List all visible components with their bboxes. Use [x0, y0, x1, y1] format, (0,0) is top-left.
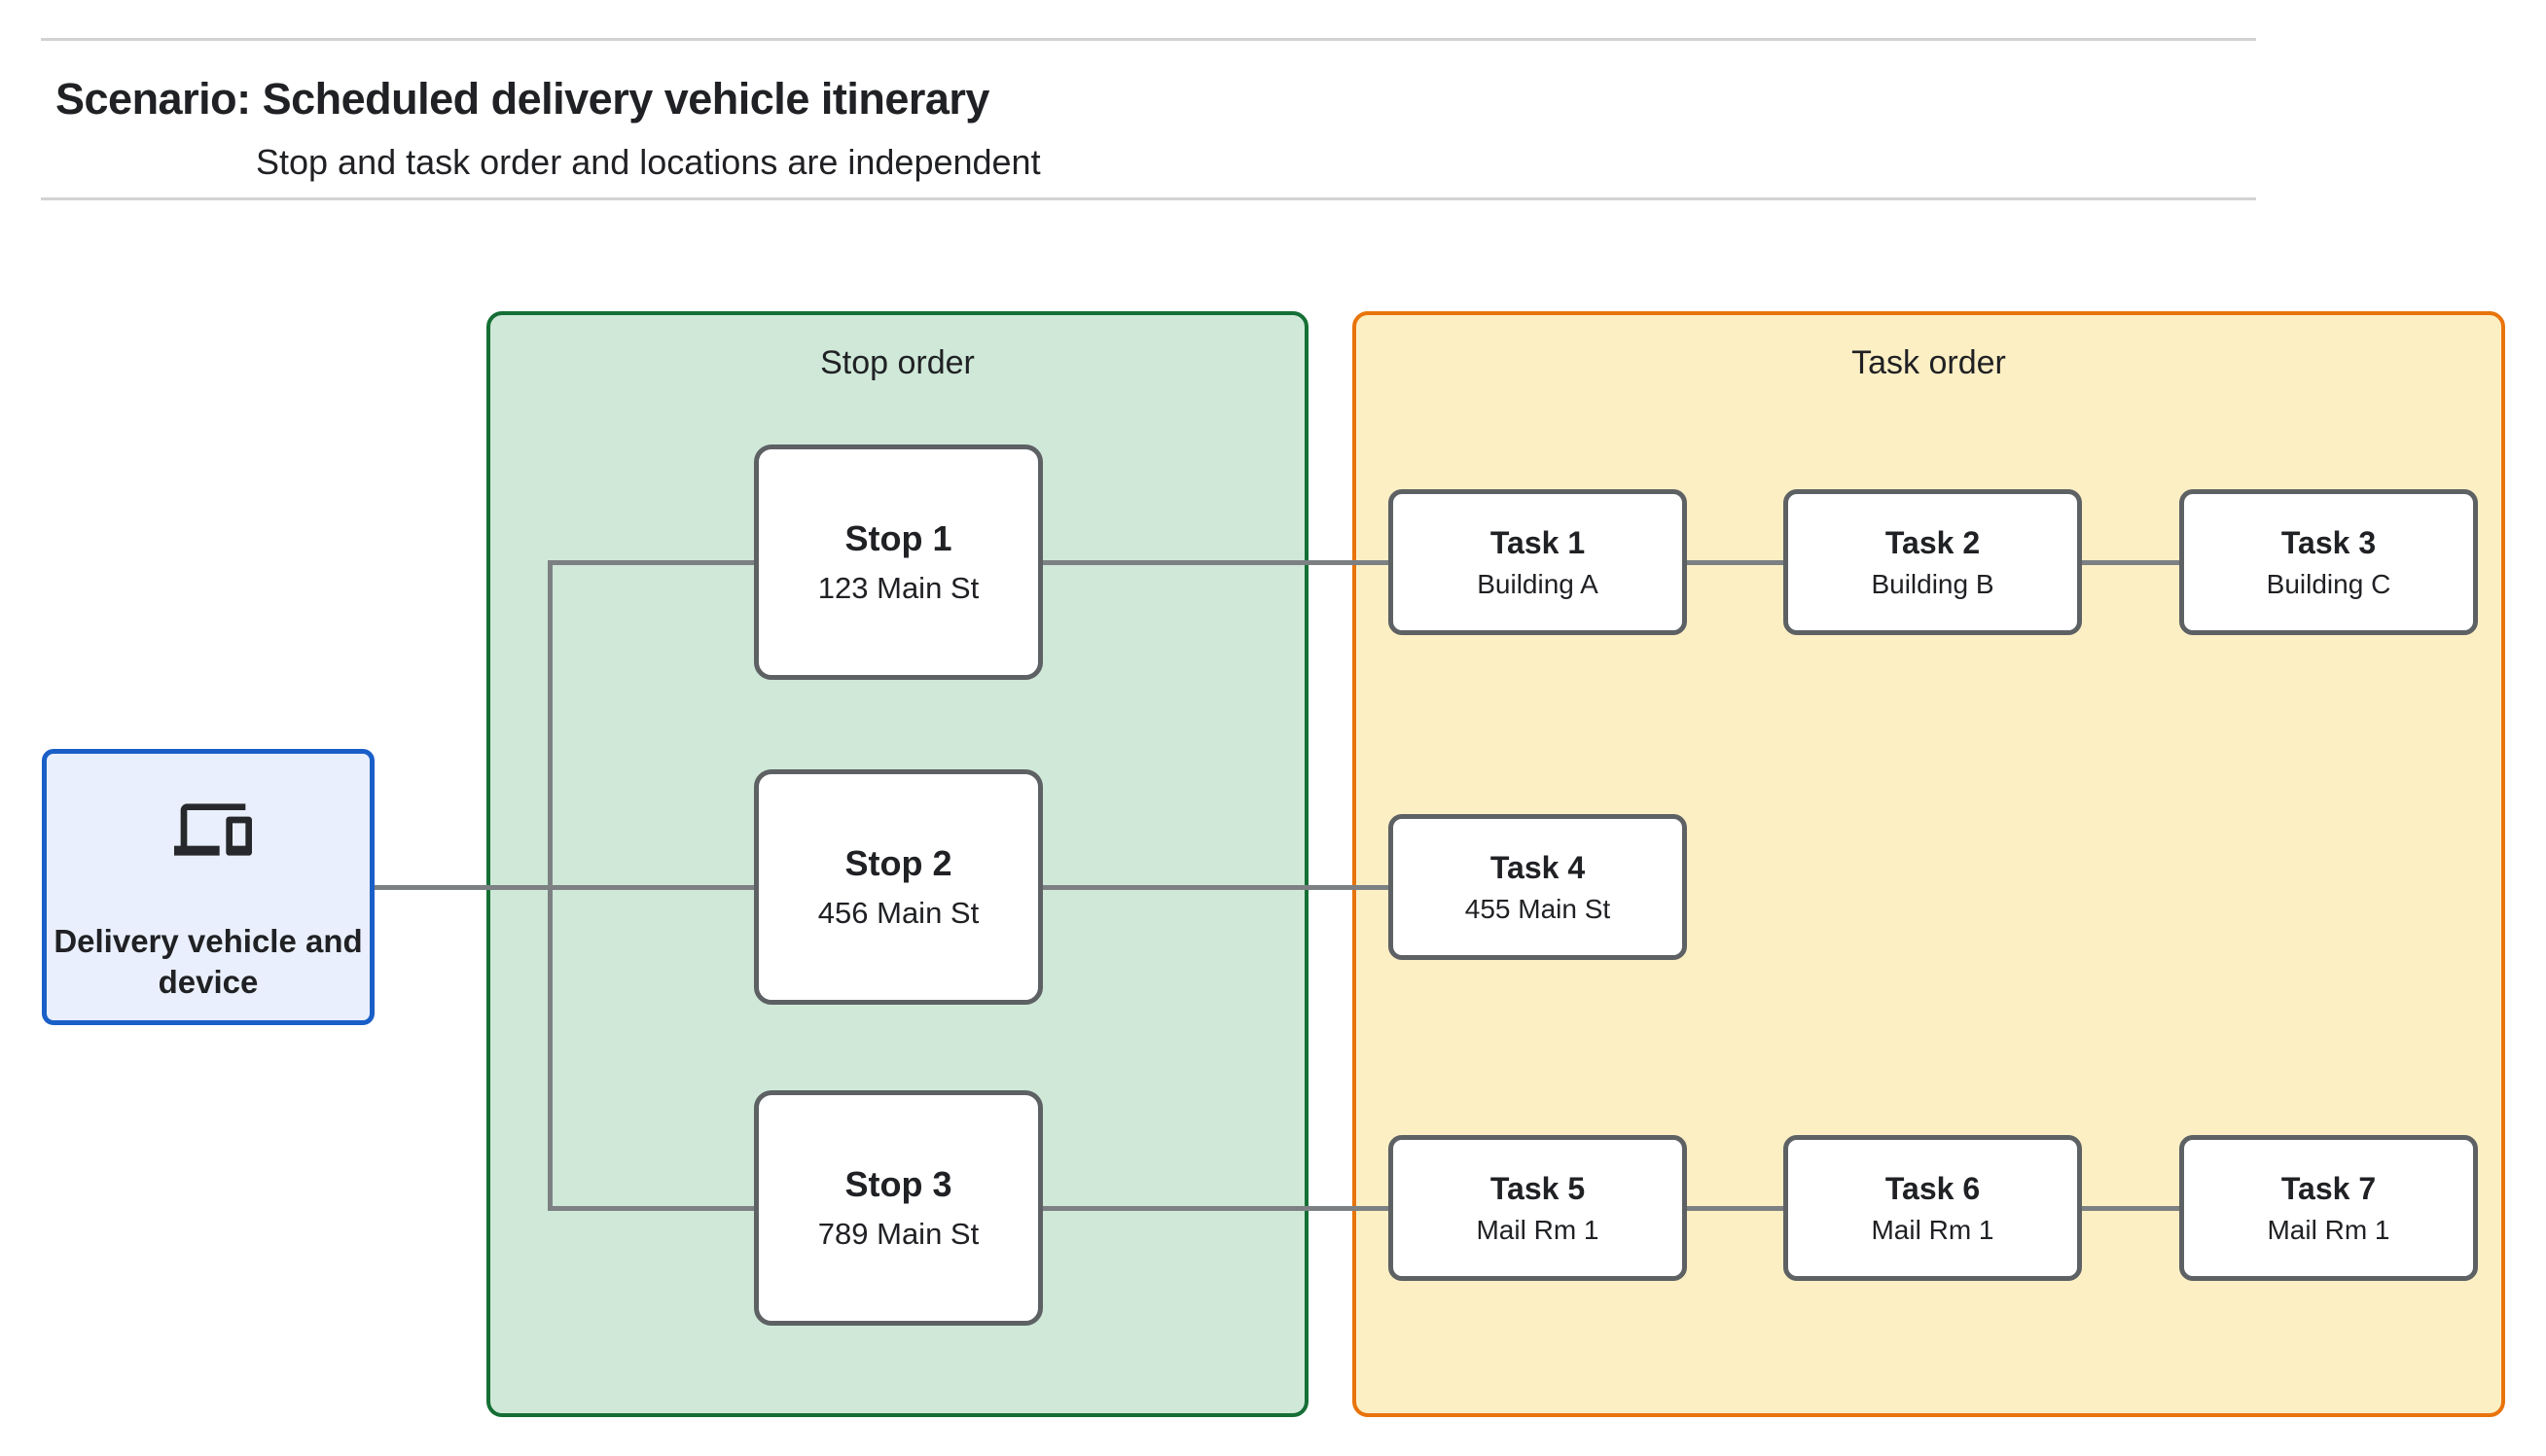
- task-7-name: Task 7: [2280, 1170, 2377, 1206]
- connector-branch-to-stop1: [548, 560, 757, 565]
- stop-1-node: Stop 1 123 Main St: [754, 444, 1043, 680]
- page-title: Scenario: Scheduled delivery vehicle iti…: [55, 74, 989, 124]
- task-7-location: Mail Rm 1: [2267, 1214, 2390, 1245]
- connector-task1-to-task2: [1683, 560, 1786, 565]
- task-6-location: Mail Rm 1: [1871, 1214, 1994, 1245]
- stop-order-panel-title: Stop order: [820, 344, 975, 381]
- task-6-name: Task 6: [1884, 1170, 1981, 1206]
- task-5-node: Task 5 Mail Rm 1: [1388, 1135, 1687, 1281]
- stop-2-name: Stop 2: [844, 843, 952, 883]
- connector-branch-to-stop3: [548, 1206, 757, 1211]
- connector-task6-to-task7: [2079, 1206, 2182, 1211]
- stop-2-location: 456 Main St: [817, 896, 980, 930]
- stop-3-location: 789 Main St: [817, 1217, 980, 1251]
- task-2-node: Task 2 Building B: [1783, 489, 2082, 635]
- task-3-location: Building C: [2266, 568, 2391, 599]
- connector-task2-to-task3: [2079, 560, 2182, 565]
- task-1-node: Task 1 Building A: [1388, 489, 1687, 635]
- task-3-node: Task 3 Building C: [2179, 489, 2478, 635]
- stop-1-name: Stop 1: [844, 518, 952, 558]
- connector-stop2-to-task4: [1041, 885, 1391, 890]
- task-1-name: Task 1: [1489, 524, 1586, 560]
- connector-task5-to-task6: [1683, 1206, 1786, 1211]
- connector-device-to-stop2: [373, 885, 757, 890]
- task-2-location: Building B: [1871, 568, 1994, 599]
- devices-icon: [174, 803, 252, 856]
- task-order-panel-title: Task order: [1851, 344, 2006, 381]
- page-subtitle: Stop and task order and locations are in…: [256, 142, 1041, 182]
- connector-trunk-vertical: [548, 560, 553, 1211]
- task-4-location: 455 Main St: [1464, 893, 1611, 924]
- task-1-location: Building A: [1477, 568, 1598, 599]
- stop-2-node: Stop 2 456 Main St: [754, 769, 1043, 1005]
- header-bottom-divider: [41, 197, 2256, 200]
- task-5-location: Mail Rm 1: [1476, 1214, 1599, 1245]
- task-4-node: Task 4 455 Main St: [1388, 814, 1687, 960]
- task-6-node: Task 6 Mail Rm 1: [1783, 1135, 2082, 1281]
- stop-3-node: Stop 3 789 Main St: [754, 1090, 1043, 1326]
- task-3-name: Task 3: [2280, 524, 2377, 560]
- task-4-name: Task 4: [1489, 849, 1586, 885]
- connector-stop3-to-task5: [1041, 1206, 1391, 1211]
- stop-3-name: Stop 3: [844, 1164, 952, 1204]
- task-5-name: Task 5: [1489, 1170, 1586, 1206]
- connector-stop1-to-task1: [1041, 560, 1391, 565]
- stop-1-location: 123 Main St: [817, 571, 980, 605]
- top-divider: [41, 38, 2256, 41]
- delivery-vehicle-node: Delivery vehicle and device: [42, 749, 375, 1025]
- task-2-name: Task 2: [1884, 524, 1981, 560]
- task-7-node: Task 7 Mail Rm 1: [2179, 1135, 2478, 1281]
- delivery-vehicle-label: Delivery vehicle and device: [54, 923, 363, 1000]
